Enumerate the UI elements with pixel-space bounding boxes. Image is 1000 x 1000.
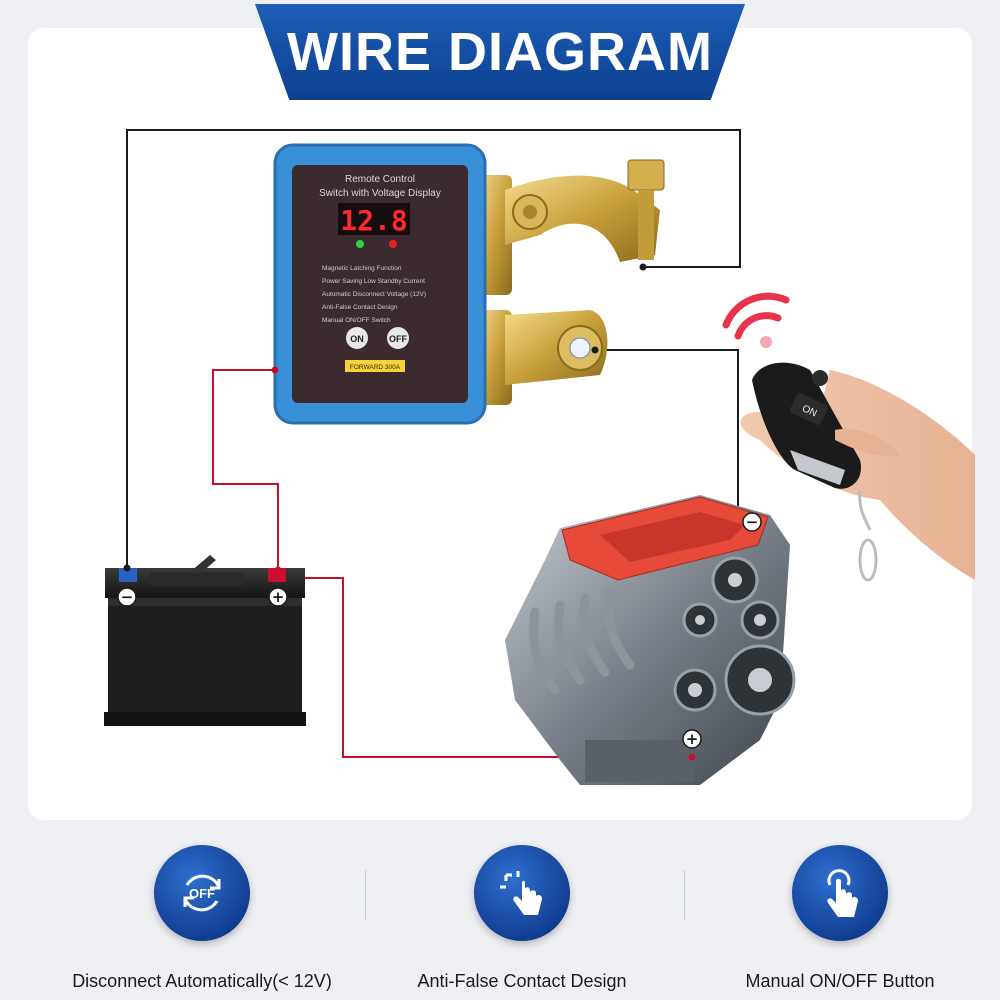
status-led-red <box>389 240 397 248</box>
title-banner: WIRE DIAGRAM <box>255 4 745 100</box>
engine-positive-symbol: + <box>686 730 699 748</box>
feature-divider <box>365 870 366 920</box>
off-cycle-icon: OFF <box>154 845 250 941</box>
feature-manual-button: Manual ON/OFF Button <box>690 845 990 992</box>
off-icon-text: OFF <box>189 886 215 901</box>
device-feature-line: Power Saving Low Standby Current <box>322 278 425 285</box>
engine-negative-symbol: − <box>746 513 759 531</box>
positive-wire-engine <box>285 577 692 758</box>
wireless-signal-icon <box>722 292 790 340</box>
feature-row: OFF Disconnect Automatically(< 12V) Anti… <box>0 830 1000 1000</box>
device-feature-line: Manual ON/OFF Switch <box>322 317 391 324</box>
page-title: WIRE DIAGRAM <box>287 22 713 82</box>
device-off-label: OFF <box>389 334 407 344</box>
wire-diagram: Remote Control Switch with Voltage Displ… <box>104 129 975 785</box>
clamp-terminal-dot <box>639 263 647 271</box>
battery-negative-terminal <box>117 587 137 607</box>
engine-positive-terminal <box>682 729 702 749</box>
press-finger-icon <box>792 845 888 941</box>
positive-wire-device <box>212 369 279 570</box>
feature-label: Manual ON/OFF Button <box>745 971 935 991</box>
battery-positive-symbol: + <box>272 588 285 606</box>
device-off-button[interactable] <box>387 327 409 349</box>
engine-negative-terminal <box>742 512 762 532</box>
device-feature-line: Magnetic Latching Function <box>322 265 402 272</box>
battery-clamp <box>478 159 665 295</box>
battery-positive-cap <box>268 568 286 582</box>
battery-positive-terminal <box>268 587 288 607</box>
feature-divider <box>684 870 685 920</box>
device-badge: FORWARD 300A <box>350 364 401 371</box>
device-red-terminal-dot <box>271 366 279 374</box>
device-on-label: ON <box>350 334 364 344</box>
battery-post-connector <box>478 310 608 405</box>
signal-dot <box>760 336 772 348</box>
remote-switch-device: Remote Control Switch with Voltage Displ… <box>273 143 487 425</box>
feature-anti-false-contact: Anti-False Contact Design <box>372 845 672 992</box>
battery-negative-cap <box>119 568 137 582</box>
post-terminal-dot <box>591 346 599 354</box>
battery-negative-symbol: − <box>121 588 134 606</box>
device-feature-line: Automatic Disconnect Voltage (12V) <box>322 291 426 298</box>
feature-label: Anti-False Contact Design <box>417 971 627 991</box>
status-led-green <box>356 240 364 248</box>
hand-holding-remote: ON <box>740 362 975 582</box>
car-engine <box>505 495 796 785</box>
feature-label: Disconnect Automatically(< 12V) <box>72 971 332 991</box>
tap-gesture-icon <box>474 845 570 941</box>
voltage-display: 12.8 <box>340 204 407 237</box>
negative-wire-engine <box>595 349 752 523</box>
device-feature-line: Anti-False Contact Design <box>322 304 398 311</box>
remote-fob: ON <box>752 362 861 489</box>
device-title-line1: Remote Control <box>345 174 415 185</box>
negative-wire-loop <box>126 129 741 568</box>
car-battery <box>104 555 306 726</box>
feature-disconnect-automatically: OFF Disconnect Automatically(< 12V) <box>52 845 352 992</box>
device-on-button[interactable] <box>346 327 368 349</box>
device-title-line2: Switch with Voltage Display <box>319 188 441 199</box>
